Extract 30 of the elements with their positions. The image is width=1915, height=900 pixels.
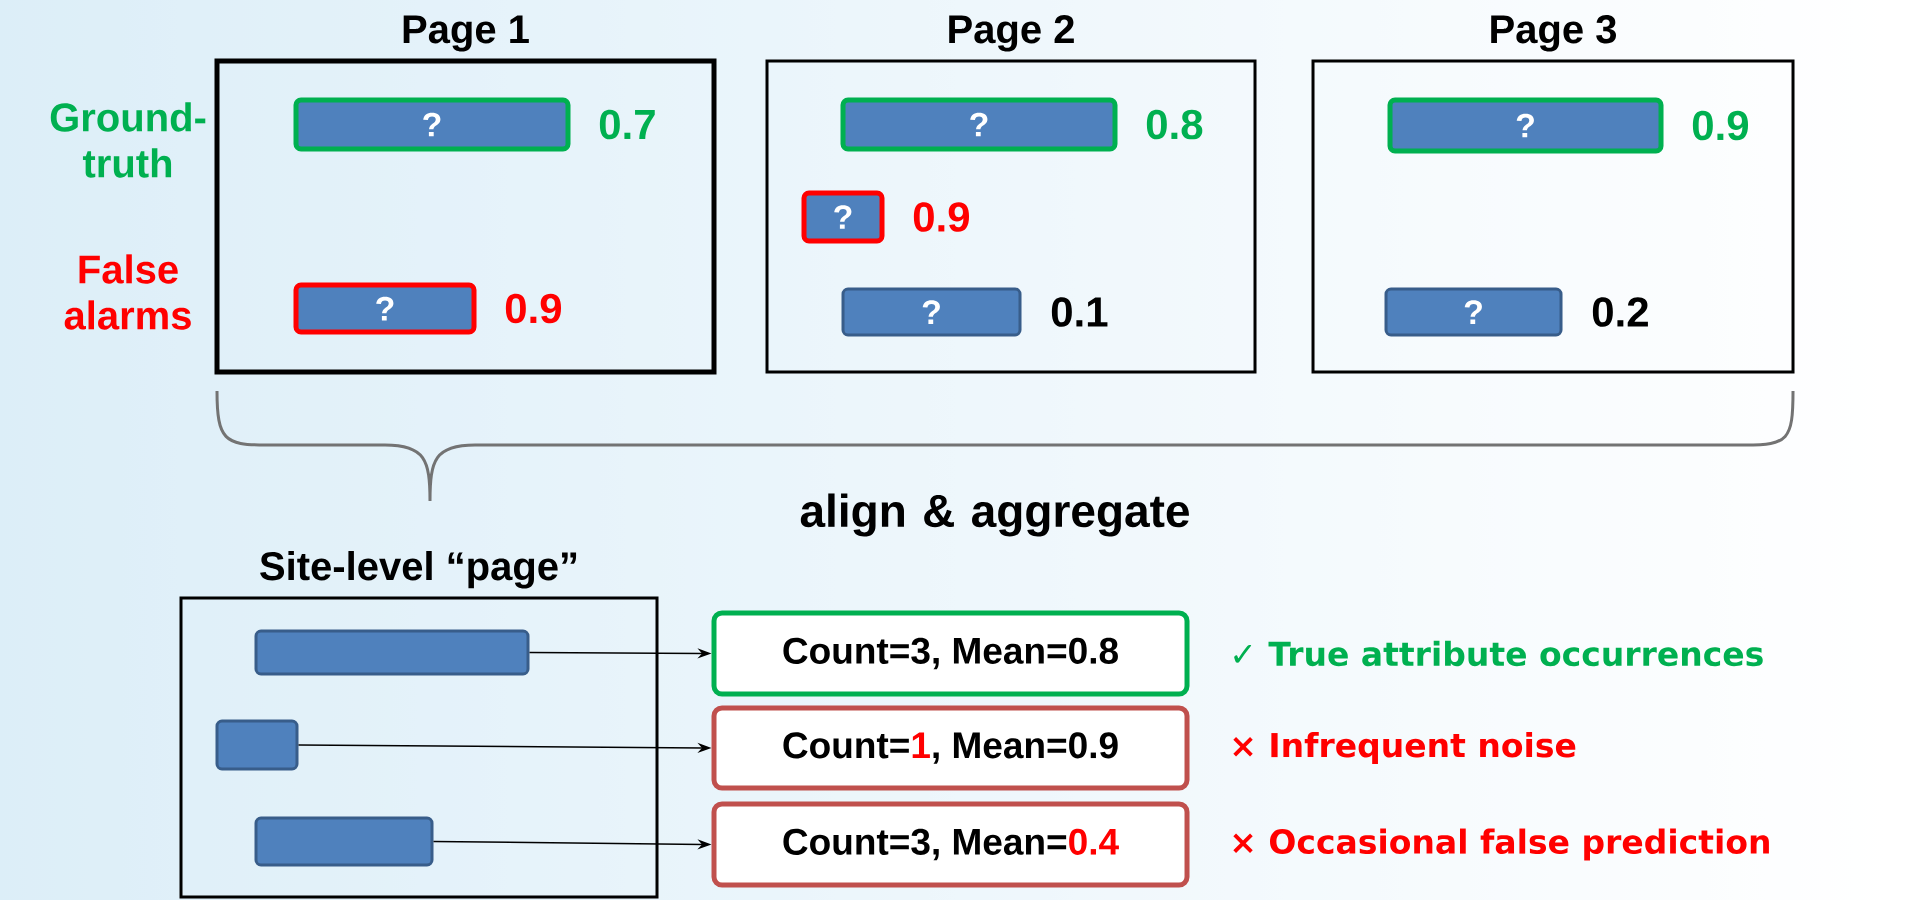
result-note: × Occasional false prediction (1233, 828, 1769, 861)
row-label: False alarms (64, 254, 191, 330)
result-note: ✓ True attribute occurrences (1234, 640, 1763, 667)
attribute-bar (254, 629, 530, 676)
score-label: 0.2 (1592, 297, 1648, 327)
result-note: × Infrequent noise (1233, 732, 1576, 764)
score-label: 0.1 (1051, 297, 1108, 327)
score-label: 0.9 (505, 293, 562, 324)
attribute-bar (254, 816, 434, 867)
result-box: Count=3, Mean=0.8 (711, 610, 1190, 697)
attribute-bar: ? (1387, 97, 1664, 154)
attribute-bar: ? (293, 282, 477, 335)
attribute-bar (215, 719, 299, 771)
step-label: align & aggregate (800, 493, 1189, 537)
attribute-bar: ? (1384, 287, 1563, 337)
result-box: Count=3, Mean=0.4 (711, 801, 1190, 888)
attribute-bar: ? (841, 287, 1022, 337)
attribute-bar: ? (840, 97, 1118, 152)
score-label: 0.9 (1692, 110, 1749, 141)
score-label: 0.8 (1146, 109, 1203, 140)
page-title: Page 3 (1491, 15, 1616, 52)
score-label: 0.7 (599, 109, 655, 140)
attribute-bar: ? (293, 97, 571, 152)
page-title: Page 1 (403, 15, 529, 52)
attribute-bar: ? (801, 190, 885, 244)
result-box: Count=1, Mean=0.9 (711, 705, 1190, 791)
score-label: 0.9 (913, 202, 970, 232)
page-title: Page 2 (949, 15, 1074, 52)
page-title: Site-level “page” (260, 551, 577, 589)
row-label: Ground-truth (50, 102, 206, 178)
